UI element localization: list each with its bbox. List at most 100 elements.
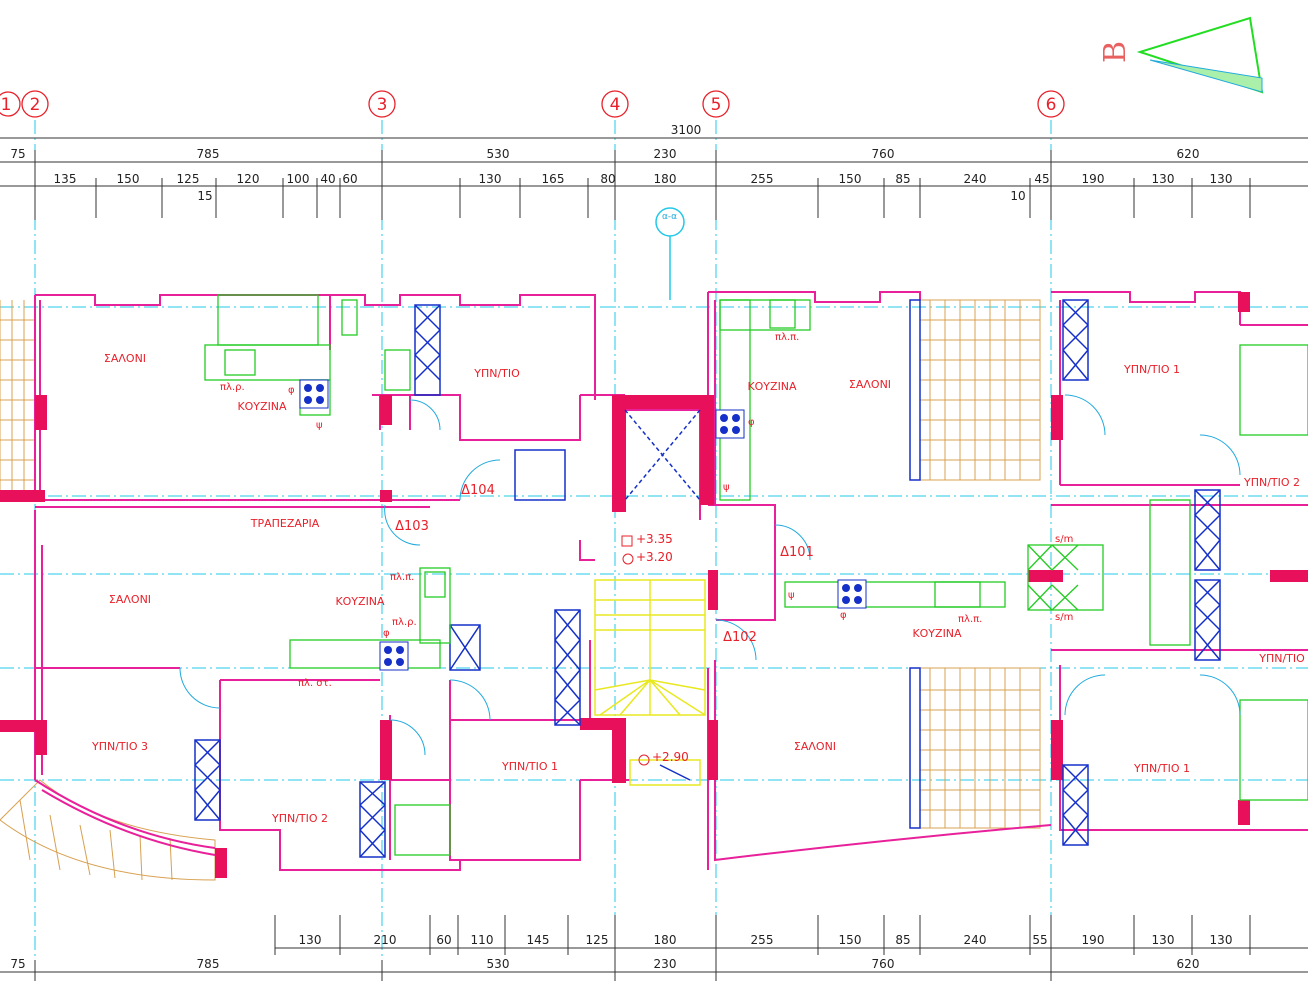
axis-markers: 1 2 3 4 5 6 bbox=[0, 90, 1065, 118]
columns bbox=[0, 292, 1308, 878]
bottom-sub-13: 190 bbox=[1082, 933, 1105, 947]
bottom-dimensions bbox=[0, 947, 1308, 973]
bottom-sub-5: 145 bbox=[527, 933, 550, 947]
bottom-dim-6: 620 bbox=[1177, 957, 1200, 971]
bottom-main-dimension-labels: 75 785 530 230 760 620 bbox=[10, 957, 1199, 971]
axis-marker-3: 3 bbox=[377, 95, 388, 115]
level-1: +3.35 bbox=[636, 532, 673, 546]
level-2: +3.20 bbox=[636, 550, 673, 564]
room-bedroom3: ΥΠΝ/ΤΙΟ 3 bbox=[91, 740, 148, 753]
axis-marker-4: 4 bbox=[610, 95, 621, 115]
top-dim-3: 530 bbox=[487, 147, 510, 161]
top-sub-16: 240 bbox=[964, 172, 987, 186]
axis-marker-6: 6 bbox=[1046, 95, 1057, 115]
room-kouzina-1: ΚΟΥΖΙΝΑ bbox=[237, 400, 287, 413]
wardrobes bbox=[194, 299, 1221, 858]
room-trapezaria: ΤΡΑΠΕΖΑΡΙΑ bbox=[250, 517, 320, 530]
kitchen-fixtures bbox=[204, 294, 1308, 856]
top-dim-6: 620 bbox=[1177, 147, 1200, 161]
room-saloni-3: ΣΑΛΟΝΙ bbox=[849, 378, 891, 391]
bottom-sub-12: 55 bbox=[1032, 933, 1047, 947]
bottom-dim-5: 760 bbox=[872, 957, 895, 971]
top-dimensions bbox=[0, 137, 1308, 187]
axis-grid-lines bbox=[0, 120, 1308, 981]
level-markers: +3.35 +3.20 +2.90 bbox=[621, 532, 691, 781]
room-kouzina-3: ΚΟΥΖΙΝΑ bbox=[747, 380, 797, 393]
top-sub-6: 40 bbox=[320, 172, 335, 186]
label-sm-2: s/m bbox=[1055, 612, 1073, 623]
bottom-dim-3: 530 bbox=[487, 957, 510, 971]
top-sub-3: 125 bbox=[177, 172, 200, 186]
section-label: α-α bbox=[662, 212, 677, 222]
room-bedroom2-left: ΥΠΝ/ΤΙΟ 2 bbox=[271, 812, 328, 825]
walls bbox=[34, 291, 1308, 871]
bottom-sub-8: 255 bbox=[751, 933, 774, 947]
label-pl-r-1: πλ.ρ. bbox=[220, 382, 245, 393]
top-sub-7: 60 bbox=[342, 172, 357, 186]
door-d103: Δ103 bbox=[395, 519, 429, 534]
room-saloni-1: ΣΑΛΟΝΙ bbox=[104, 352, 146, 365]
orientation-letter: B bbox=[1098, 41, 1133, 63]
label-psi-1: ψ bbox=[316, 420, 323, 431]
staircase bbox=[594, 579, 706, 786]
top-ticks bbox=[34, 150, 1251, 220]
door-d102: Δ102 bbox=[723, 630, 757, 645]
room-bedroom1-center: ΥΠΝ/ΤΙΟ 1 bbox=[501, 760, 558, 773]
room-bedroom2-right: ΥΠΝ/ΤΙΟ 2 bbox=[1243, 476, 1300, 489]
room-bedroom-right: ΥΠΝ/ΤΙΟ bbox=[1258, 652, 1305, 665]
label-phi-4: φ bbox=[383, 628, 390, 639]
axis-marker-5: 5 bbox=[711, 95, 722, 115]
bottom-sub-4: 110 bbox=[471, 933, 494, 947]
top-sub-13: 255 bbox=[751, 172, 774, 186]
room-kouzina-2: ΚΟΥΖΙΝΑ bbox=[335, 595, 385, 608]
level-3: +2.90 bbox=[652, 750, 689, 764]
top-sub-dimension-labels: 135 150 125 120 100 40 60 15 130 165 80 … bbox=[54, 172, 1233, 203]
bottom-sub-6: 125 bbox=[586, 933, 609, 947]
top-dim-5: 760 bbox=[872, 147, 895, 161]
room-saloni-2: ΣΑΛΟΝΙ bbox=[109, 593, 151, 606]
bottom-sub-7: 180 bbox=[654, 933, 677, 947]
top-sub-8: 15 bbox=[197, 189, 212, 203]
door-swings bbox=[179, 394, 1241, 756]
bottom-sub-1: 130 bbox=[299, 933, 322, 947]
axis-marker-1: 1 bbox=[1, 95, 12, 115]
bottom-sub-3: 60 bbox=[436, 933, 451, 947]
top-sub-11: 80 bbox=[600, 172, 615, 186]
bottom-dim-2: 785 bbox=[197, 957, 220, 971]
top-sub-10: 165 bbox=[542, 172, 565, 186]
top-sub-9: 130 bbox=[479, 172, 502, 186]
top-sub-2: 150 bbox=[117, 172, 140, 186]
label-pl-p-2: πλ.π. bbox=[390, 572, 414, 583]
total-dimension: 3100 bbox=[671, 123, 702, 137]
top-sub-19: 190 bbox=[1082, 172, 1105, 186]
top-main-dimension-labels: 75 785 530 230 760 620 bbox=[10, 147, 1199, 161]
top-sub-18: 45 bbox=[1034, 172, 1049, 186]
room-bedroom-1: ΥΠΝ/ΤΙΟ bbox=[473, 367, 520, 380]
label-phi-1: φ bbox=[288, 385, 295, 396]
top-sub-21: 130 bbox=[1210, 172, 1233, 186]
top-sub-14: 150 bbox=[839, 172, 862, 186]
room-saloni-4: ΣΑΛΟΝΙ bbox=[794, 740, 836, 753]
label-phi-3: φ bbox=[840, 610, 847, 621]
room-labels: ΣΑΛΟΝΙ ΚΟΥΖΙΝΑ ΥΠΝ/ΤΙΟ ΤΡΑΠΕΖΑΡΙΑ ΣΑΛΟΝΙ… bbox=[91, 352, 1305, 825]
bottom-sub-9: 150 bbox=[839, 933, 862, 947]
bottom-sub-10: 85 bbox=[895, 933, 910, 947]
door-d104: Δ104 bbox=[461, 483, 495, 498]
bottom-sub-dimension-labels: 130 210 60 110 145 125 180 255 150 85 24… bbox=[299, 933, 1233, 947]
label-pl-st: πλ. στ. bbox=[298, 678, 332, 689]
north-arrow: B bbox=[1098, 16, 1264, 94]
top-sub-4: 120 bbox=[237, 172, 260, 186]
top-dim-4: 230 bbox=[654, 147, 677, 161]
label-sm-1: s/m bbox=[1055, 534, 1073, 545]
bottom-sub-2: 210 bbox=[374, 933, 397, 947]
room-bedroom1-right: ΥΠΝ/ΤΙΟ 1 bbox=[1123, 363, 1180, 376]
label-pl-p-3: πλ.π. bbox=[958, 614, 982, 625]
top-sub-5: 100 bbox=[287, 172, 310, 186]
bottom-sub-14: 130 bbox=[1152, 933, 1175, 947]
fixture-labels: πλ.ρ. πλ.π. πλ.π. πλ.ρ. πλ.π. πλ. στ. s/… bbox=[220, 332, 1073, 689]
top-sub-12: 180 bbox=[654, 172, 677, 186]
bottom-sub-15: 130 bbox=[1210, 933, 1233, 947]
bottom-sub-11: 240 bbox=[964, 933, 987, 947]
label-psi-2: ψ bbox=[788, 590, 795, 601]
